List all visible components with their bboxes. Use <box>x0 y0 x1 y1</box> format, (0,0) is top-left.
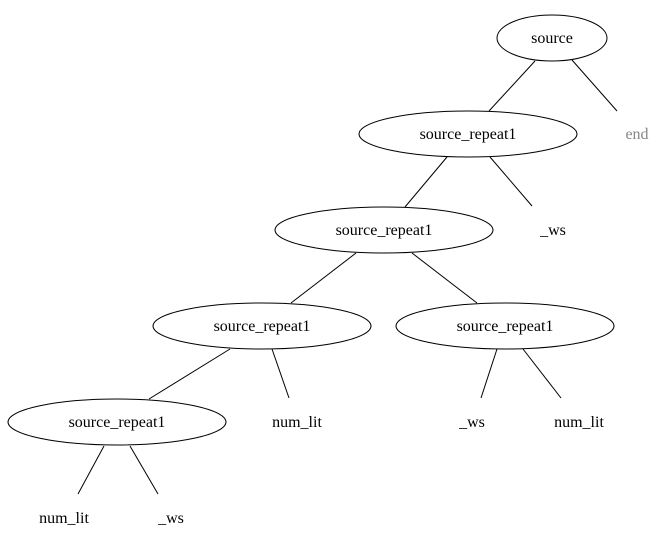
tree-edges <box>77 59 618 495</box>
node-label: source <box>531 30 573 47</box>
tree-node-n8: num_lit <box>272 414 322 431</box>
edge-n3-n6 <box>411 252 478 304</box>
node-label: num_lit <box>272 414 322 431</box>
node-ellipse <box>395 302 615 350</box>
tree-nodes: source source_repeat1 end source_repeat1 _ws… <box>7 14 649 527</box>
node-ellipse <box>7 398 227 446</box>
node-ellipse <box>274 206 494 254</box>
edge-n7-n12 <box>129 445 159 495</box>
node-label: _ws <box>458 414 485 431</box>
edge-n6-n9 <box>480 348 498 399</box>
node-ellipse <box>152 302 372 350</box>
tree-node-n9: _ws <box>458 414 485 431</box>
tree-node-n7: source_repeat1 <box>7 398 227 446</box>
edge-n1-n4 <box>489 156 533 207</box>
node-label: source_repeat1 <box>420 126 517 143</box>
node-label: source_repeat1 <box>336 222 433 239</box>
tree-node-n10: num_lit <box>554 414 604 431</box>
node-label: _ws <box>539 222 566 239</box>
node-ellipse <box>496 14 608 62</box>
edge-n3-n5 <box>290 252 357 304</box>
tree-node-n2: end <box>625 126 648 143</box>
node-label: source_repeat1 <box>457 318 554 335</box>
node-label: num_lit <box>39 510 89 527</box>
tree-node-n0: source <box>496 14 608 62</box>
tree-node-n6: source_repeat1 <box>395 302 615 350</box>
tree-node-n4: _ws <box>539 222 566 239</box>
edge-n0-n1 <box>488 60 536 112</box>
edge-n0-n2 <box>571 59 618 112</box>
node-label: num_lit <box>554 414 604 431</box>
edge-n5-n8 <box>271 348 290 399</box>
node-ellipse <box>358 110 578 158</box>
tree-node-n3: source_repeat1 <box>274 206 494 254</box>
edge-n1-n3 <box>404 156 448 208</box>
tree-node-n11: num_lit <box>39 510 89 527</box>
node-label: _ws <box>157 510 184 527</box>
node-label: end <box>625 126 648 143</box>
tree-node-n5: source_repeat1 <box>152 302 372 350</box>
edge-n5-n7 <box>148 348 231 400</box>
node-label: source_repeat1 <box>214 318 311 335</box>
edge-n6-n10 <box>522 348 562 399</box>
node-label: source_repeat1 <box>69 414 166 431</box>
edge-n7-n11 <box>77 445 105 495</box>
tree-node-n1: source_repeat1 <box>358 110 578 158</box>
tree-node-n12: _ws <box>157 510 184 527</box>
